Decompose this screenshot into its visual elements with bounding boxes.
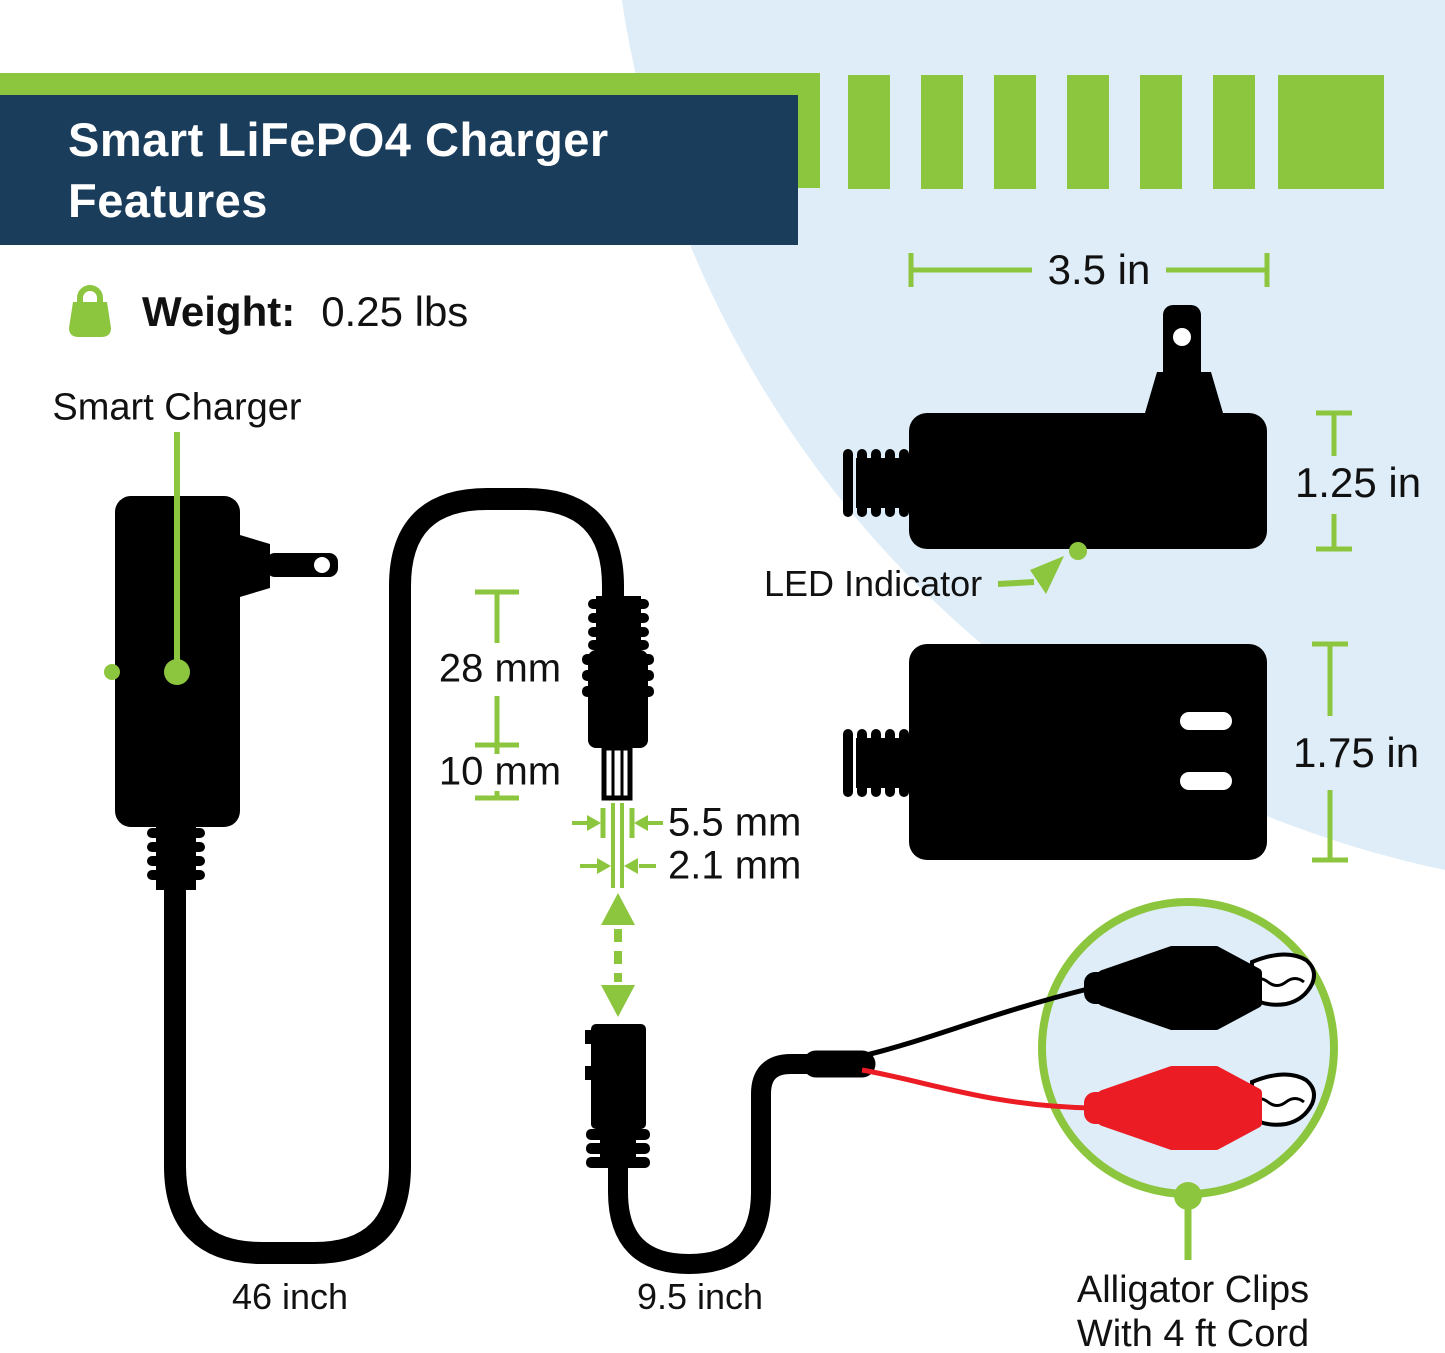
main-cord: [164, 488, 624, 1264]
weight-label: Weight:: [142, 288, 296, 335]
tip-diameter-marks: [572, 803, 663, 888]
page-title-line1: Smart LiFePO4 Charger: [68, 113, 609, 166]
charger-body: [909, 413, 1267, 549]
height-ruler: [1312, 641, 1348, 863]
smart-charger-pointer-dot: [164, 659, 190, 685]
deco-bar: [1213, 75, 1255, 189]
deco-bar: [921, 75, 963, 189]
deco-bar-wide: [1278, 75, 1384, 189]
deco-bar: [848, 75, 890, 189]
red-alligator-clip: [1084, 1066, 1262, 1150]
led-arrow-line: [997, 579, 1035, 587]
black-clip-wire: [861, 985, 1093, 1059]
height-measurement: 1.75 in: [1292, 729, 1420, 776]
alligator-pointer-dot: [1174, 1182, 1202, 1210]
dc-barrel-plug: [582, 596, 654, 801]
charger-body: [909, 644, 1267, 860]
led-arrow-head: [1030, 556, 1064, 594]
prong-hole: [314, 557, 330, 573]
output-cord: [608, 1054, 828, 1275]
dc-jack-female: [585, 1024, 876, 1275]
prong-base: [1145, 372, 1223, 413]
wall-charger-back-view: [843, 644, 1267, 860]
plug-body-measurement: 28 mm: [438, 646, 562, 691]
led-indicator-label: LED Indicator: [764, 563, 983, 604]
alligator-zoom-circle: [1038, 898, 1338, 1198]
thickness-measurement: 1.25 in: [1294, 459, 1422, 506]
barrel-tip: [601, 745, 633, 801]
weight-text: Weight: 0.25 lbs: [142, 288, 468, 336]
prong-slot-bottom: [1180, 772, 1232, 790]
prong-hole: [1173, 328, 1191, 346]
smart-charger-label: Smart Charger: [52, 386, 302, 429]
tip-inner-measurement: 2.1 mm: [668, 843, 802, 888]
weight-value: 0.25 lbs: [321, 288, 469, 335]
wall-charger-side-view: [843, 305, 1267, 594]
output-cord-length-label: 9.5 inch: [636, 1276, 764, 1317]
page-title-line2: Features: [68, 174, 268, 227]
deco-bar: [1067, 75, 1109, 189]
alligator-clips-label-line1: Alligator Clips: [1076, 1269, 1310, 1311]
alligator-clips-label-line2: With 4 ft Cord: [1076, 1313, 1310, 1353]
wall-charger-front-view: [104, 432, 624, 1264]
width-measurement: 3.5 in: [1047, 246, 1151, 293]
strain-relief: [147, 824, 205, 890]
plug-base: [240, 535, 270, 597]
strain-relief: [843, 729, 914, 797]
thickness-ruler: [1316, 410, 1352, 552]
deco-bar: [994, 75, 1036, 189]
clip-metal-jaw: [1249, 952, 1316, 1007]
black-alligator-clip: [1084, 946, 1262, 1030]
side-led-dot: [104, 664, 120, 680]
tip-outer-measurement: 5.5 mm: [668, 800, 802, 845]
deco-bar: [1140, 75, 1182, 189]
led-indicator-dot: [1069, 542, 1087, 560]
plug-length-ruler: [475, 589, 519, 801]
plug-tip-measurement: 10 mm: [438, 749, 562, 794]
alligator-clips-label: Alligator Clips With 4 ft Cord: [1077, 1268, 1309, 1353]
connect-arrow: [601, 893, 635, 1017]
main-cord-length-label: 46 inch: [231, 1276, 349, 1317]
weight-row: Weight: 0.25 lbs: [66, 284, 468, 340]
weight-bag-icon: [69, 285, 111, 337]
prong-slot-top: [1180, 712, 1232, 730]
red-clip-wire: [861, 1067, 1093, 1111]
strain-relief: [843, 449, 914, 517]
width-ruler: [908, 253, 1270, 287]
title-banner: Smart LiFePO4 Charger Features: [0, 95, 798, 245]
